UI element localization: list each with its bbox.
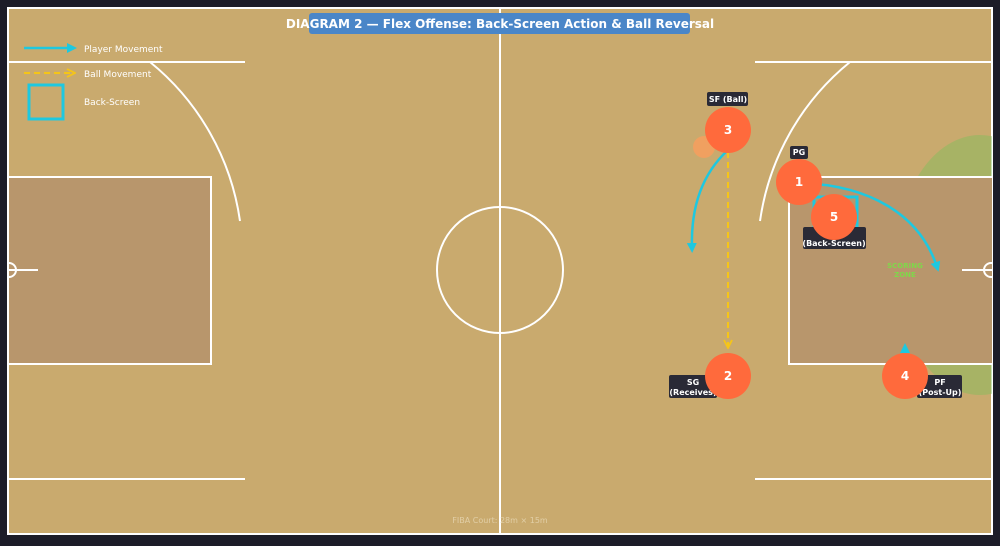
- center-circle: [436, 206, 564, 334]
- right-hoop: [983, 262, 992, 278]
- player-2-number: 2: [724, 369, 732, 383]
- left-hoop: [8, 262, 17, 278]
- legend-ball-movement-label: Ball Movement: [84, 70, 152, 80]
- title-banner: [309, 13, 690, 34]
- player-2-marker: [705, 353, 751, 399]
- player-5-marker: [811, 194, 857, 240]
- pg-cut-arrow: [799, 181, 941, 272]
- player-3-tag: [707, 92, 748, 106]
- player-5-number: 5: [830, 210, 838, 224]
- scoring-zone-label-1: SCORING: [887, 262, 923, 270]
- left-paint: [8, 176, 212, 365]
- scoring-zone-label-2: ZONE: [894, 271, 916, 279]
- legend-back-screen-label: Back-Screen: [84, 98, 140, 108]
- player-1-number: 1: [795, 175, 803, 189]
- player-3-label: SF (Ball): [709, 95, 747, 104]
- legend-back-screen-swatch: [27, 83, 65, 121]
- sf-cut-arrow: [686, 149, 729, 253]
- player-3-number: 3: [724, 123, 732, 137]
- player-1-tag: [790, 146, 808, 159]
- player-3-marker: [705, 107, 751, 153]
- player-4-tag: [917, 375, 962, 398]
- legend-player-movement-label: Player Movement: [84, 45, 163, 55]
- player-2-label-line2: (Receives): [669, 388, 716, 397]
- three-point-lines: [8, 61, 992, 480]
- player-4-marker: [882, 353, 928, 399]
- player-1-marker: [776, 159, 822, 205]
- player-2-tag: [669, 375, 717, 398]
- player-4-label-line1: PF: [934, 378, 945, 387]
- player-2-label-line1: SG: [687, 378, 699, 387]
- legend: Player Movement Ball Movement Back-Scree…: [24, 43, 163, 121]
- player-1-label: PG: [793, 148, 805, 157]
- diagram-title: DIAGRAM 2 — Flex Offense: Back-Screen Ac…: [286, 17, 714, 31]
- player-5-label-line2: (Back-Screen): [802, 239, 865, 248]
- player-4-number: 4: [901, 369, 909, 383]
- player-4-label-line2: (Post-Up): [919, 388, 962, 397]
- court-footer: FIBA Court: 28m × 15m: [452, 516, 548, 525]
